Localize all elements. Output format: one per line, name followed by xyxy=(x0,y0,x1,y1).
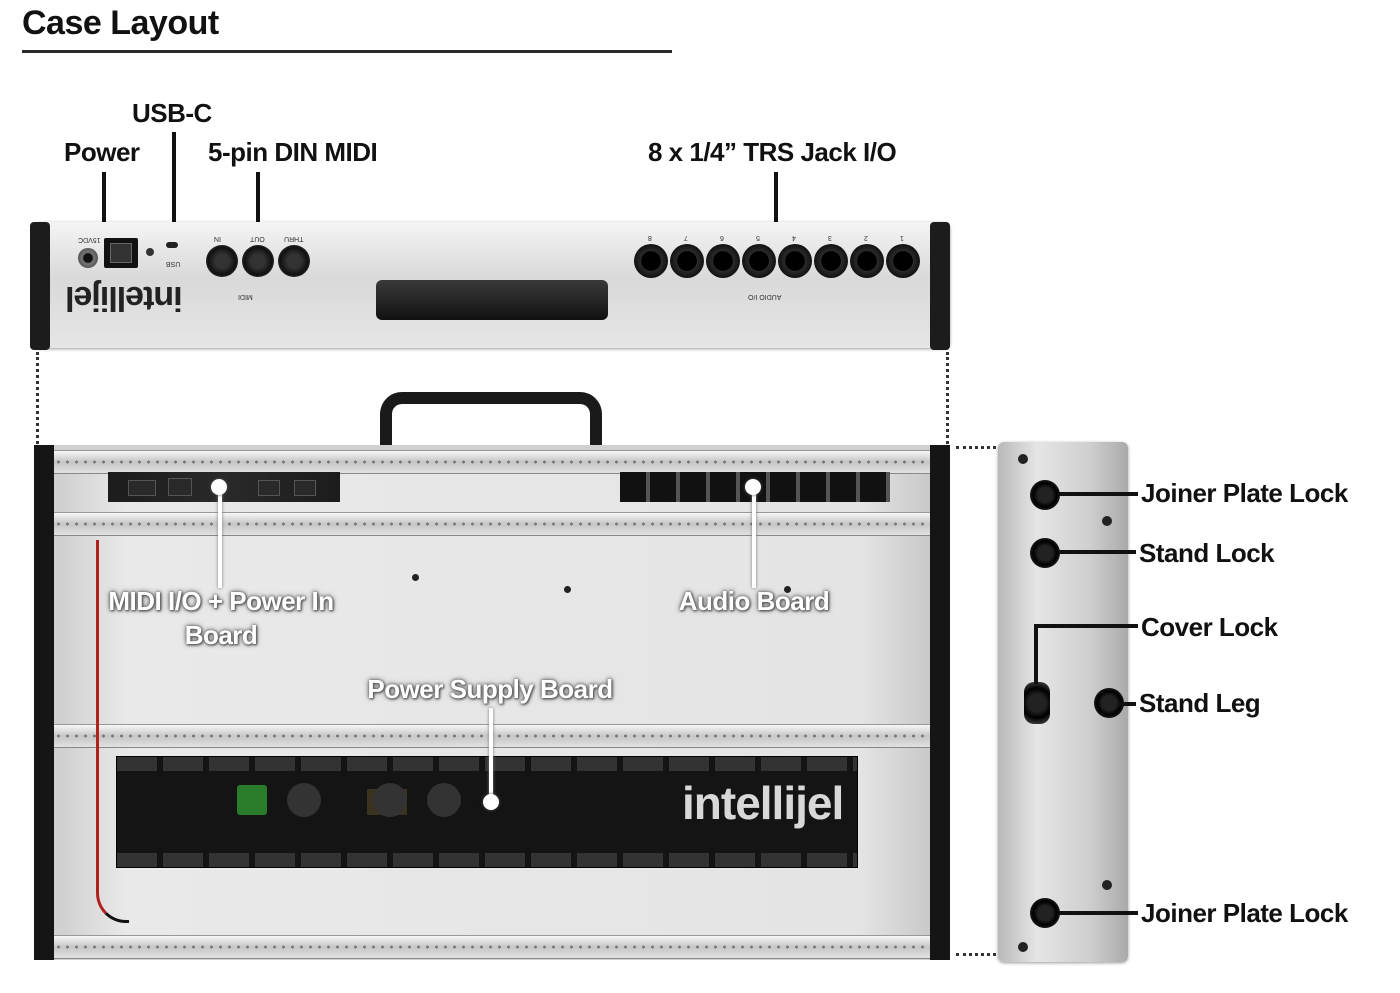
rail-1 xyxy=(54,450,930,474)
power-switch xyxy=(104,238,138,268)
joiner-plate-lock-bottom-label: Joiner Plate Lock xyxy=(1141,898,1348,928)
case-left-side xyxy=(34,445,54,960)
screw-icon xyxy=(1102,516,1112,526)
usb-callout: USB-C xyxy=(132,98,212,128)
midi-in-label: IN xyxy=(214,235,221,242)
joiner-plate-lock-top-label: Joiner Plate Lock xyxy=(1141,478,1348,508)
jack-num: 3 xyxy=(828,234,832,241)
jack-num: 2 xyxy=(864,234,868,241)
midi-leader xyxy=(256,172,260,228)
jacks-callout: 8 x 1/4” TRS Jack I/O xyxy=(648,137,897,167)
jack-num: 8 xyxy=(648,234,652,241)
midi-board-label: MIDI I/O + Power In Board xyxy=(80,584,362,652)
cover-lock-label: Cover Lock xyxy=(1141,612,1278,642)
case-handle xyxy=(380,392,602,452)
audio-board-dot xyxy=(745,479,761,495)
usb-port xyxy=(166,242,178,248)
audio-jack-8 xyxy=(634,244,668,278)
power-supply-dot xyxy=(483,794,499,810)
stand-leg-leader xyxy=(1118,702,1136,706)
audio-board-label: Audio Board xyxy=(678,586,830,616)
rail-4 xyxy=(54,935,930,959)
stand-leg-label: Stand Leg xyxy=(1139,688,1261,718)
usb-text: USB xyxy=(166,260,181,267)
screw-icon xyxy=(1102,880,1112,890)
board-brand-logo: intellijel xyxy=(682,777,844,829)
audio-jack-5 xyxy=(742,244,776,278)
stand-lock-knob xyxy=(1030,538,1060,568)
case-interior xyxy=(58,463,930,951)
midi-out-port xyxy=(242,245,274,277)
rail-2 xyxy=(54,512,930,536)
joiner-top-leader xyxy=(1058,492,1138,496)
midi-thru-label: THRU xyxy=(284,235,304,242)
usb-leader xyxy=(172,132,176,228)
left-endcap xyxy=(30,222,50,350)
audio-jack-6 xyxy=(706,244,740,278)
cover-lock-knob xyxy=(1024,682,1050,724)
screw-icon xyxy=(784,586,791,593)
case-right-side xyxy=(930,445,950,960)
power-spec-text: 15VDC xyxy=(78,236,101,243)
right-endcap xyxy=(930,222,950,350)
stand-lock-leader xyxy=(1058,550,1136,554)
page-title: Case Layout xyxy=(22,4,219,42)
joiner-lock-knob-bottom xyxy=(1030,898,1060,928)
midi-board-label-line1: MIDI I/O + Power In xyxy=(108,586,334,616)
midi-group-label: MIDI xyxy=(238,293,253,300)
screw-icon xyxy=(146,248,154,256)
dotted-guide-top xyxy=(956,446,996,449)
audio-jack-1 xyxy=(886,244,920,278)
jack-num: 1 xyxy=(900,234,904,241)
screw-icon xyxy=(1018,942,1028,952)
power-jack xyxy=(78,248,98,268)
joiner-lock-knob-top xyxy=(1030,480,1060,510)
power-leader xyxy=(102,172,106,228)
audio-jack-7 xyxy=(670,244,704,278)
title-underline xyxy=(22,50,672,53)
audio-group-label: AUDIO I/O xyxy=(748,293,782,300)
jack-num: 5 xyxy=(756,234,760,241)
audio-board-leader xyxy=(752,486,756,588)
top-handle xyxy=(376,280,608,320)
audio-jack-3 xyxy=(814,244,848,278)
jack-num: 6 xyxy=(720,234,724,241)
jack-num: 7 xyxy=(684,234,688,241)
midi-out-label: OUT xyxy=(250,235,265,242)
screw-icon xyxy=(564,586,571,593)
audio-jack-2 xyxy=(850,244,884,278)
power-callout: Power xyxy=(64,137,140,167)
cover-lock-leader-h xyxy=(1034,624,1138,628)
jacks-leader xyxy=(774,172,778,228)
cover-lock-leader-v xyxy=(1034,624,1038,684)
screw-icon xyxy=(412,574,419,581)
dotted-guide-bottom xyxy=(956,953,996,956)
screw-icon xyxy=(1018,454,1028,464)
midi-thru-port xyxy=(278,245,310,277)
midi-board-leader xyxy=(218,486,222,588)
midi-board-label-line2: Board xyxy=(184,620,258,650)
jack-num: 4 xyxy=(792,234,796,241)
stand-lock-label: Stand Lock xyxy=(1139,538,1275,568)
power-supply-leader xyxy=(489,708,493,800)
panel-brand-logo: intellijel xyxy=(66,279,183,317)
midi-in-port xyxy=(206,245,238,277)
audio-jack-4 xyxy=(778,244,812,278)
dotted-guide-right xyxy=(946,352,949,444)
midi-callout: 5-pin DIN MIDI xyxy=(208,137,378,167)
joiner-bottom-leader xyxy=(1058,911,1138,915)
power-supply-board xyxy=(116,756,858,868)
dotted-guide-left xyxy=(36,352,39,444)
power-supply-label: Power Supply Board xyxy=(367,674,613,704)
midi-board-dot xyxy=(211,479,227,495)
